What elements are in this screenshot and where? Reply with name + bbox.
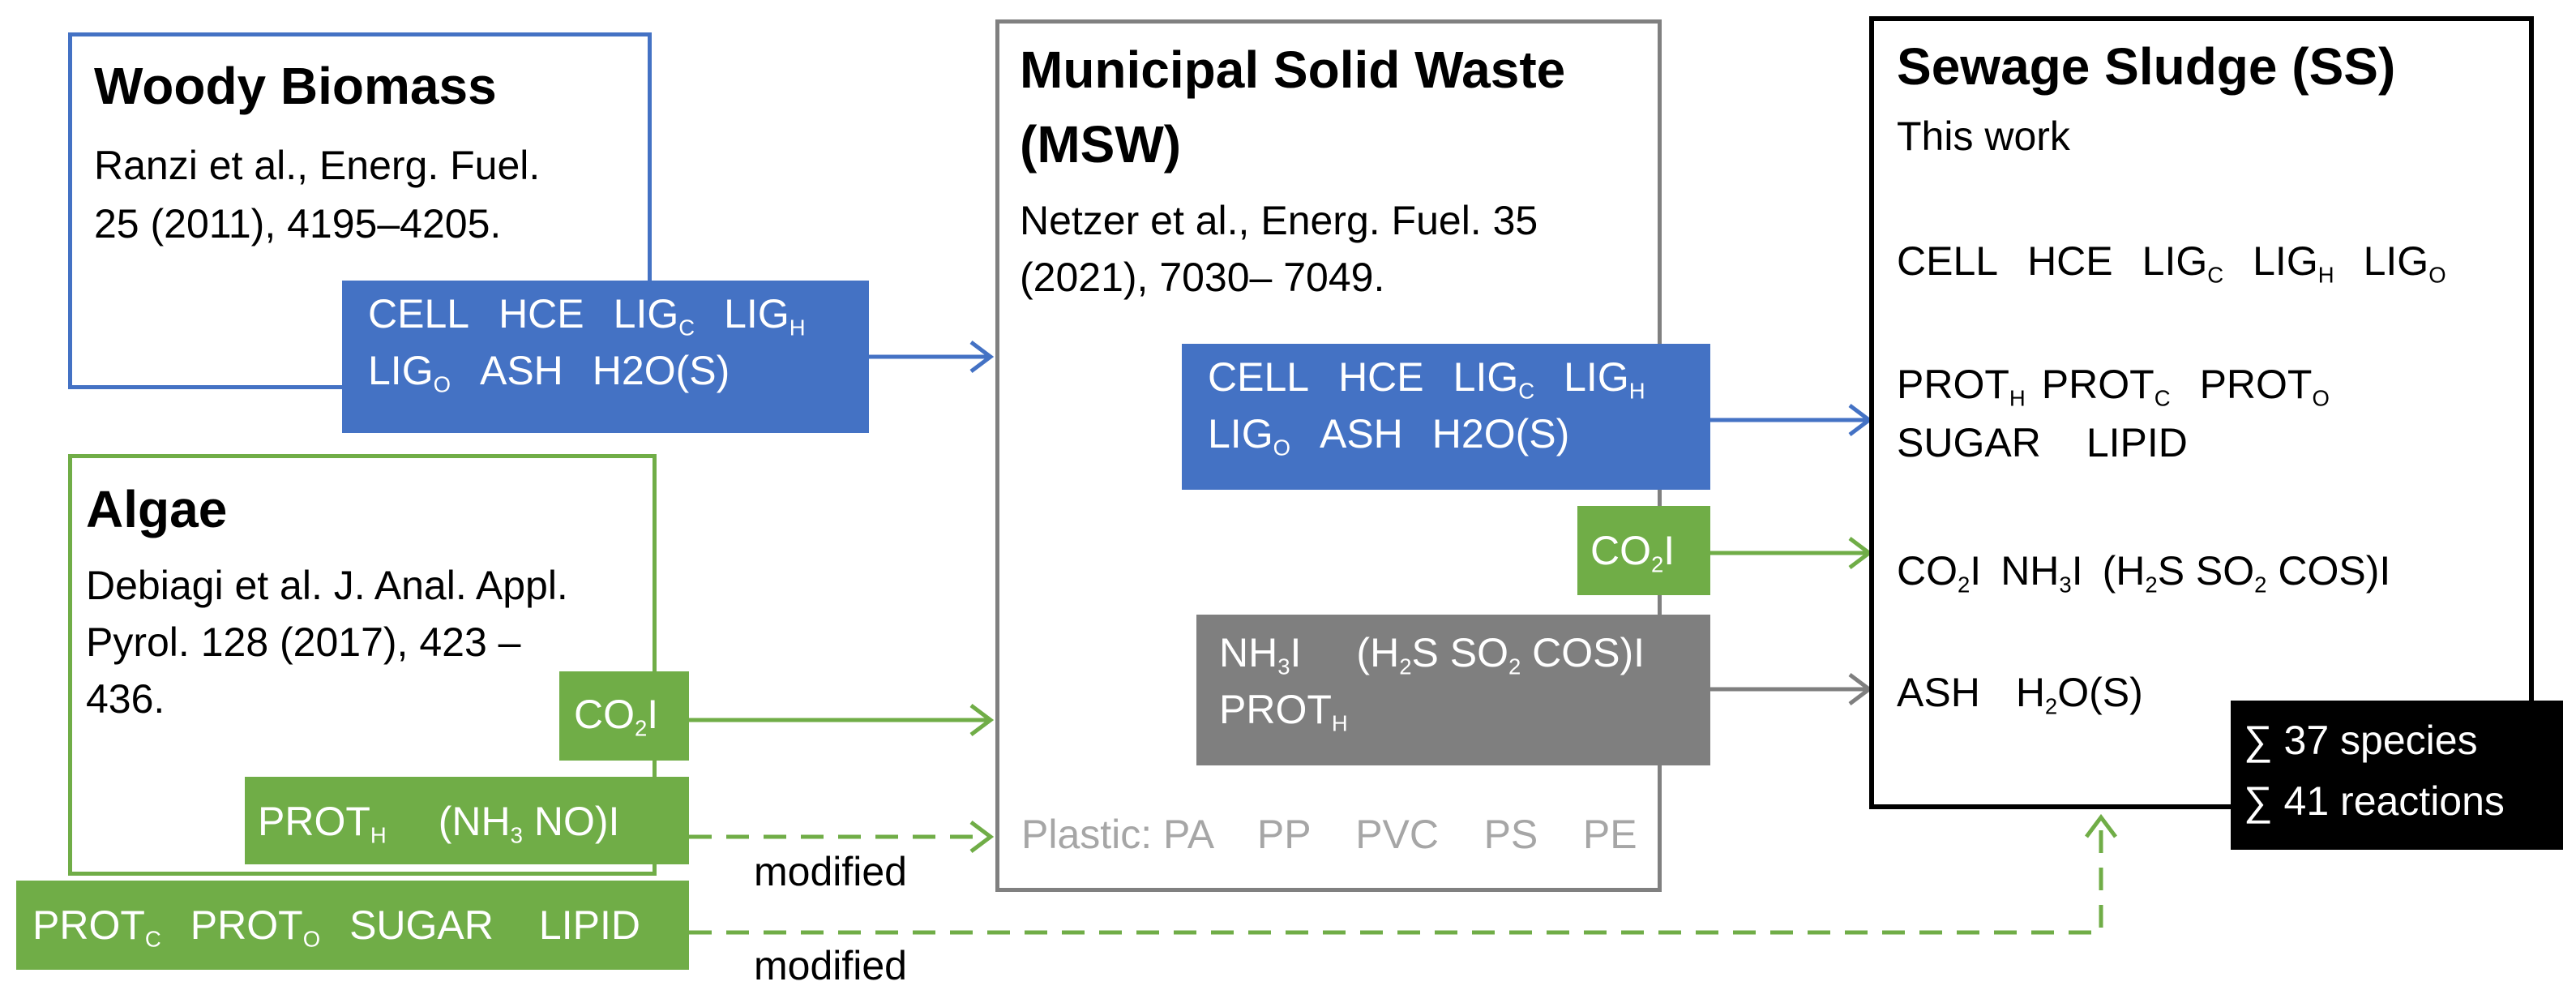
msw-species-row2: LIGO ASH H2O(S) — [1208, 405, 1710, 462]
species-co2: CO2I — [1897, 548, 1982, 598]
msw-title-line1: Municipal Solid Waste — [1020, 41, 1566, 99]
algae-prot-nh3-tag: PROTH (NH3 NO)I — [245, 777, 689, 864]
ss-subtitle: This work — [1897, 114, 2070, 159]
algae-ref-line3: 436. — [86, 676, 165, 722]
species-sugar: SUGAR — [1897, 420, 2041, 465]
species-count: ∑ 37 species — [2244, 718, 2478, 763]
species-lipid: LIPID — [538, 902, 640, 948]
algae-title: Algae — [86, 480, 228, 538]
species-ash: ASH — [1319, 411, 1403, 456]
species-cell: CELL — [368, 291, 470, 336]
arrow-msw-co2-to-ss — [1710, 537, 1873, 569]
species-prot-o: PROTO — [190, 902, 321, 952]
reaction-count: ∑ 41 reactions — [2244, 778, 2505, 824]
species-lig-c: LIGC — [613, 291, 695, 341]
ss-summary-badge: ∑ 37 species ∑ 41 reactions — [2231, 701, 2563, 850]
msw-title-line2: (MSW) — [1020, 115, 1182, 174]
algae-prot-sugar-tag: PROTC PROTO SUGAR LIPID — [16, 881, 689, 970]
species-lig-h: LIGH — [724, 291, 806, 341]
species-lig-o: LIGO — [368, 348, 451, 397]
species-prot-h: PROTH — [1219, 687, 1348, 736]
woody-species-row1: CELL HCE LIGC LIGH — [368, 285, 869, 342]
species-lig-c: LIGC — [1453, 354, 1535, 404]
species-sugar: SUGAR — [349, 902, 494, 948]
species-hce: HCE — [2027, 238, 2113, 284]
msw-ns-row2: PROTH — [1219, 681, 1710, 738]
woody-species-row2: LIGO ASH H2O(S) — [368, 342, 869, 399]
msw-plastic-list: Plastic: PA PP PVC PS PE — [1021, 812, 1637, 857]
arrow-woody-to-msw — [869, 341, 995, 373]
algae-ref-line2: Pyrol. 128 (2017), 423 – — [86, 619, 521, 665]
species-cell: CELL — [1897, 238, 1999, 284]
ss-row-lignocellulose: CELL HCE LIGC LIGH LIGO — [1897, 235, 2446, 288]
msw-co2-tag: CO2I — [1577, 506, 1710, 595]
species-hce: HCE — [499, 291, 584, 336]
ss-row-ash-water: ASH H2O(S) — [1897, 667, 2143, 719]
species-lig-c: LIGC — [2142, 238, 2224, 288]
species-lipid: LIPID — [2086, 420, 2188, 465]
msw-species-row1: CELL HCE LIGC LIGH — [1208, 349, 1710, 405]
woody-biomass-species-tag: CELL HCE LIGC LIGH LIGO ASH H2O(S) — [342, 281, 869, 433]
species-prot-o: PROTO — [2199, 362, 2330, 411]
species-cell: CELL — [1208, 354, 1310, 400]
msw-ref-line1: Netzer et al., Energ. Fuel. 35 — [1020, 198, 1538, 243]
msw-species-tag: CELL HCE LIGC LIGH LIGO ASH H2O(S) — [1182, 344, 1710, 490]
arrow-msw-grey-to-ss — [1710, 673, 1873, 705]
msw-ns-row1: NH3I (H2S SO2 COS)I — [1219, 624, 1710, 681]
algae-co2-tag: CO2I — [559, 671, 689, 761]
sewage-sludge-box — [1869, 16, 2534, 809]
arrow-msw-blue-to-ss — [1710, 404, 1873, 436]
species-lig-o: LIGO — [1208, 411, 1290, 461]
species-h2o: H2O(S) — [592, 348, 730, 393]
species-prot-c: PROTC — [2041, 362, 2171, 411]
msw-nitrogen-sulfur-tag: NH3I (H2S SO2 COS)I PROTH — [1196, 615, 1710, 765]
species-lig-h: LIGH — [2253, 238, 2334, 288]
species-ash: ASH — [1897, 670, 1980, 715]
species-lig-o: LIGO — [2363, 238, 2446, 288]
species-nh3: NH3I — [1219, 630, 1302, 679]
species-nh3: NH3I — [2000, 548, 2083, 598]
algae-ref-line1: Debiagi et al. J. Anal. Appl. — [86, 563, 568, 608]
species-hce: HCE — [1338, 354, 1424, 400]
ss-row-sugar-lipid: SUGAR LIPID — [1897, 417, 2188, 469]
woody-biomass-title: Woody Biomass — [94, 57, 497, 115]
ss-row-protein: PROTH PROTC PROTO — [1897, 358, 2330, 411]
modified-label-1: modified — [754, 849, 907, 894]
species-h2s-so2-cos: (H2S SO2 COS)I — [2102, 548, 2391, 598]
species-prot-h: PROTH — [1897, 362, 2026, 411]
species-h2o: H2O(S) — [2015, 670, 2143, 719]
species-ash: ASH — [479, 348, 563, 393]
dashed-arrow-algae-prot-to-msw — [689, 821, 995, 853]
ss-title: Sewage Sludge (SS) — [1897, 37, 2396, 96]
arrow-algae-co2-to-msw — [689, 704, 995, 736]
ss-row-gases: CO2I NH3I (H2S SO2 COS)I — [1897, 545, 2390, 598]
msw-ref-line2: (2021), 7030– 7049. — [1020, 255, 1385, 300]
species-prot-h: PROTH — [258, 799, 387, 848]
species-lig-h: LIGH — [1564, 354, 1645, 404]
dashed-arrow-algae-to-ss — [689, 813, 2117, 935]
species-nh3-no: (NH3 NO)I — [438, 799, 620, 848]
woody-biomass-ref-line1: Ranzi et al., Energ. Fuel. — [94, 143, 541, 188]
species-h2o: H2O(S) — [1431, 411, 1570, 456]
modified-label-2: modified — [754, 943, 907, 988]
woody-biomass-ref-line2: 25 (2011), 4195–4205. — [94, 201, 502, 246]
species-prot-c: PROTC — [32, 902, 161, 952]
species-h2s-so2-cos: (H2S SO2 COS)I — [1356, 630, 1645, 679]
